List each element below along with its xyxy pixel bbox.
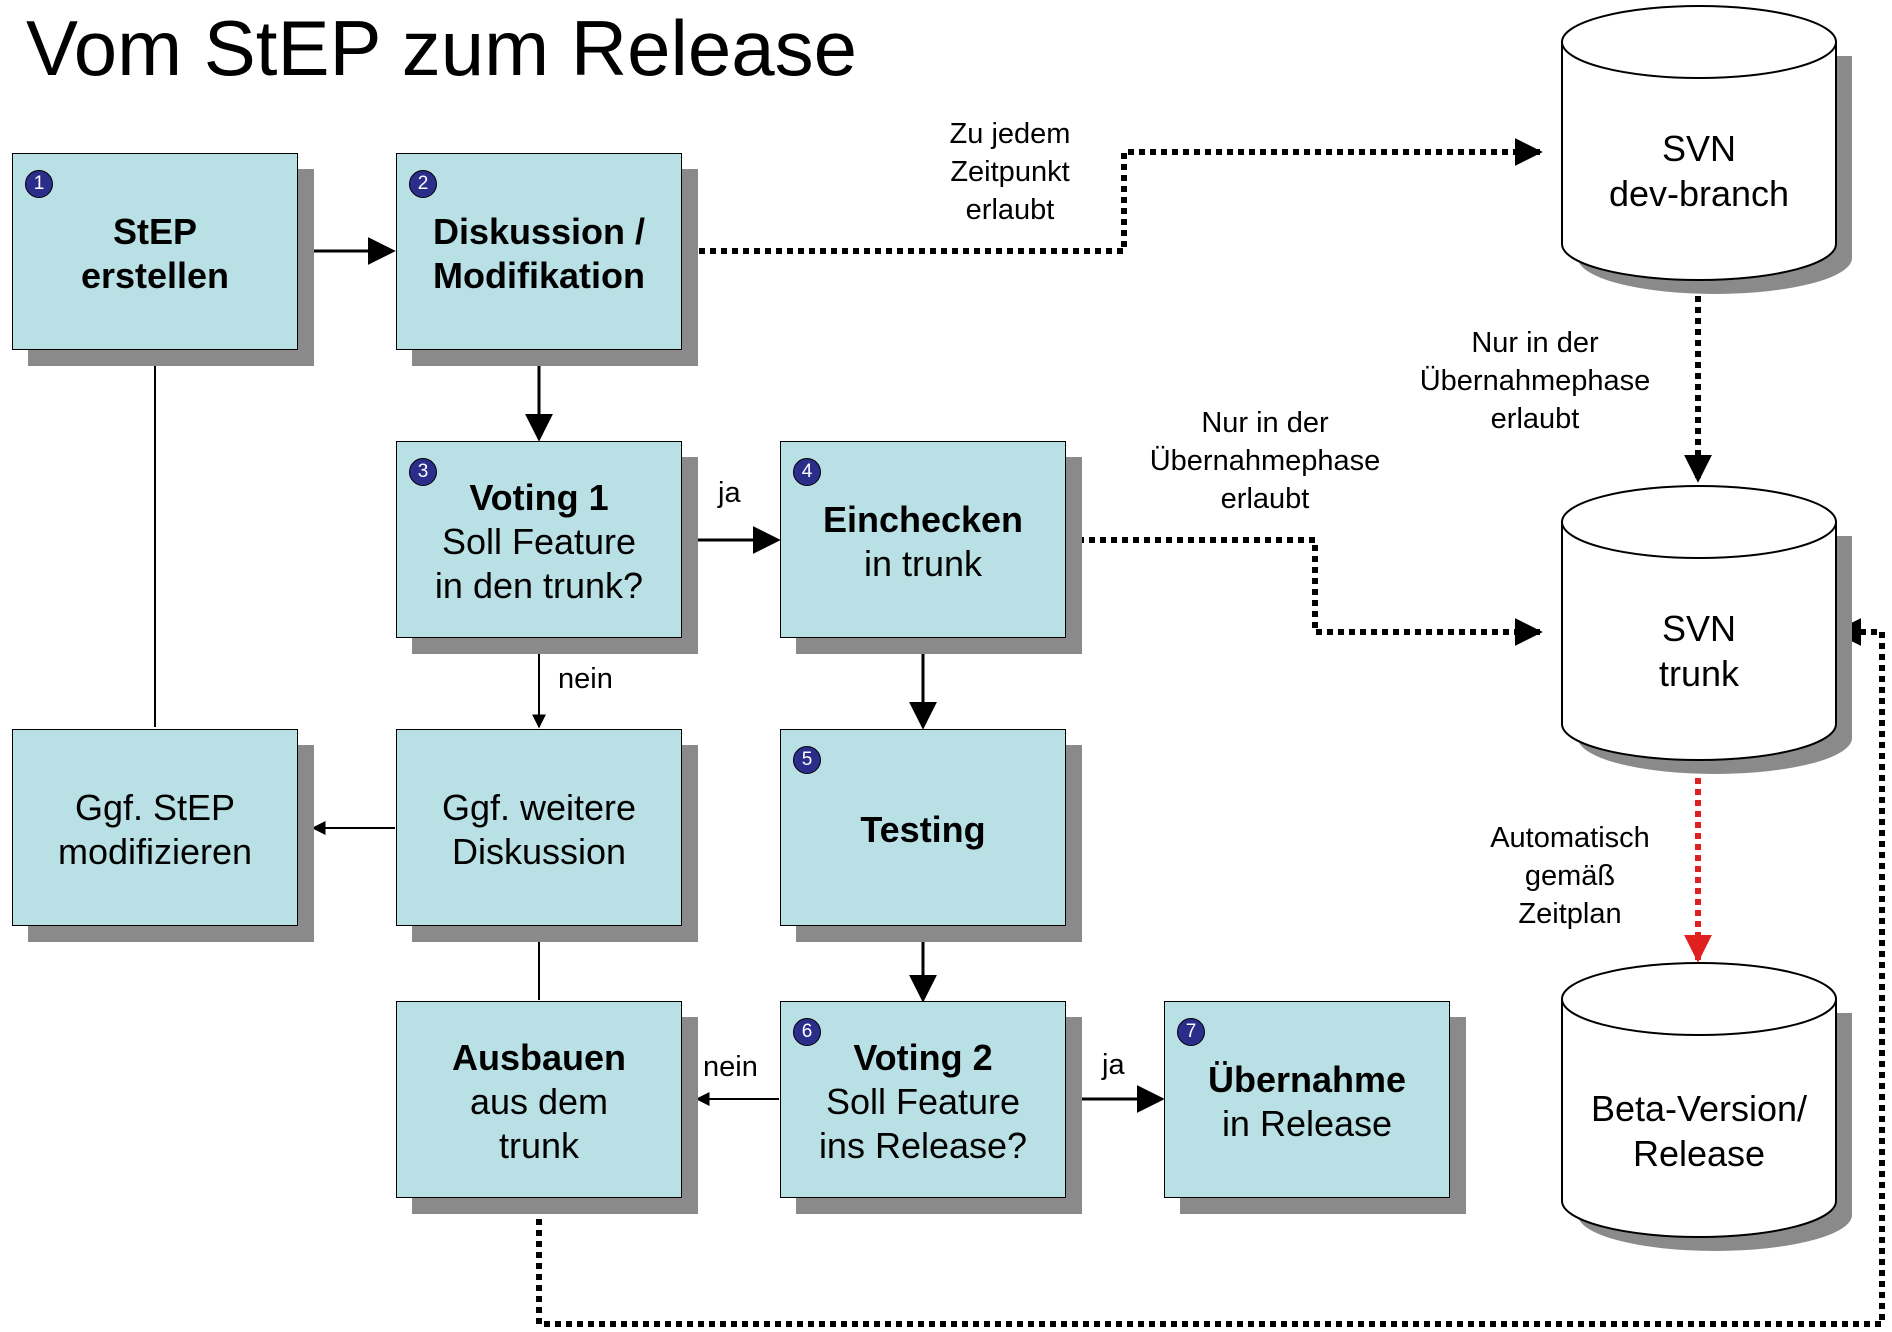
db-release-label: Beta-Version/Release <box>1590 1088 1808 1174</box>
step-number-badge: 7 <box>1177 1018 1205 1046</box>
box-text-line: ins Release? <box>818 1124 1028 1166</box>
db-release <box>1561 962 1852 1251</box>
step-number-badge: 5 <box>793 746 821 774</box>
box-text-line: Soll Feature <box>441 520 637 562</box>
dotted-2-to-dev <box>699 138 1543 254</box>
dotted-10-to-trunk <box>536 618 1885 1327</box>
box-text-line: Diskussion <box>451 830 627 872</box>
box-text-line: Ggf. weitere <box>441 786 637 828</box>
dotted-4-to-trunk <box>1067 537 1543 646</box>
box-heading-line: Voting 1 <box>469 476 609 518</box>
step-number-badge: 4 <box>793 458 821 486</box>
box-heading-line: Ausbauen <box>451 1036 627 1078</box>
page-title: Vom StEP zum Release <box>26 4 857 92</box>
label-ja-1: ja <box>718 477 741 509</box>
box-text-line: in trunk <box>863 542 983 584</box>
box-heading-line: erstellen <box>80 254 230 296</box>
label-nein-2: nein <box>703 1051 758 1083</box>
label-ja-2: ja <box>1102 1049 1125 1081</box>
box-heading-line: Übernahme <box>1207 1058 1407 1100</box>
step-number-badge: 3 <box>409 458 437 486</box>
label-nein-1: nein <box>558 663 613 695</box>
step-number-badge: 6 <box>793 1018 821 1046</box>
box-text-line: aus dem <box>469 1080 609 1122</box>
box-heading-line: Einchecken <box>822 498 1024 540</box>
box-text-line: in den trunk? <box>434 564 644 606</box>
box-text: Diskussion /Modifikation <box>433 206 645 298</box>
box-text-line: Soll Feature <box>825 1080 1021 1122</box>
box-text: Testing <box>860 804 985 852</box>
step-number-badge: 1 <box>25 170 53 198</box>
box-heading-line: Voting 2 <box>853 1036 993 1078</box>
box-heading-line: Diskussion / <box>432 210 646 252</box>
box-text-line: modifizieren <box>57 830 253 872</box>
box-text-line: trunk <box>498 1124 580 1166</box>
box-text-line: Ggf. StEP <box>74 786 236 828</box>
step-number-badge: 2 <box>409 170 437 198</box>
box-heading-line: Testing <box>860 808 986 850</box>
box-heading-line: Modifikation <box>433 254 645 296</box>
db-trunk <box>1561 485 1852 774</box>
db-dev-branch <box>1561 5 1852 294</box>
box-heading-line: StEP <box>112 210 197 252</box>
box-text-line: in Release <box>1221 1102 1393 1144</box>
